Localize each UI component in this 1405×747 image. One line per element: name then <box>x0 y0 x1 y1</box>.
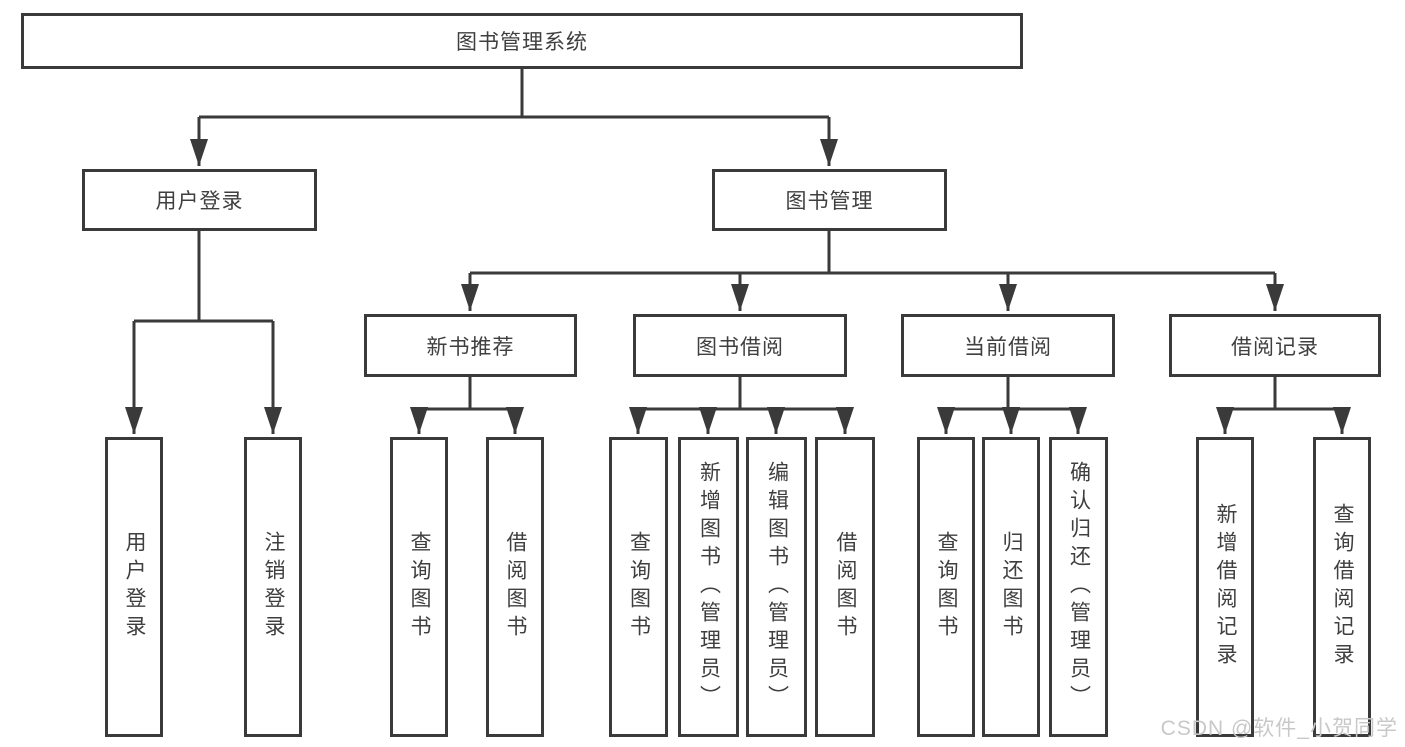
leaf-confirm-return-admin-label: 确认归还（管理员） <box>1067 461 1091 713</box>
node-new-book-recommend: 新书推荐 <box>364 314 577 377</box>
leaf-borrow-book-recommend-label: 借阅图书 <box>504 531 527 643</box>
leaf-logout-label: 注销登录 <box>262 531 285 643</box>
leaf-return-book: 归还图书 <box>982 437 1040 737</box>
leaf-query-borrow-record-label: 查询借阅记录 <box>1331 503 1354 671</box>
node-book-management: 图书管理 <box>712 169 947 231</box>
leaf-add-book-admin: 新增图书（管理员） <box>678 437 739 737</box>
leaf-return-book-label: 归还图书 <box>1000 531 1023 643</box>
leaf-logout: 注销登录 <box>244 437 302 737</box>
leaf-add-book-admin-label: 新增图书（管理员） <box>697 461 721 713</box>
leaf-edit-book-admin-label: 编辑图书（管理员） <box>765 461 789 713</box>
leaf-edit-book-admin: 编辑图书（管理员） <box>746 437 807 737</box>
leaf-query-book-recommend-label: 查询图书 <box>408 531 431 643</box>
leaf-user-login: 用户登录 <box>105 437 163 737</box>
leaf-borrow-book-recommend: 借阅图书 <box>486 437 544 737</box>
leaf-add-borrow-record: 新增借阅记录 <box>1196 437 1254 737</box>
leaf-confirm-return-admin: 确认归还（管理员） <box>1049 437 1108 737</box>
leaf-query-book-borrowing-label: 查询图书 <box>627 531 651 643</box>
leaf-query-book-borrowing: 查询图书 <box>609 437 668 737</box>
leaf-user-login-label: 用户登录 <box>123 531 146 643</box>
leaf-borrow-book-borrowing-label: 借阅图书 <box>834 531 857 643</box>
node-current-borrowing: 当前借阅 <box>901 314 1115 377</box>
node-root-system: 图书管理系统 <box>21 13 1023 69</box>
node-book-borrowing: 图书借阅 <box>633 314 847 377</box>
csdn-watermark: CSDN @软件_小贺同学 <box>1160 717 1398 740</box>
leaf-query-book-current: 查询图书 <box>917 437 975 737</box>
node-borrow-records: 借阅记录 <box>1169 314 1381 377</box>
leaf-query-book-recommend: 查询图书 <box>390 437 448 737</box>
node-user-login: 用户登录 <box>82 169 317 231</box>
leaf-borrow-book-borrowing: 借阅图书 <box>815 437 875 737</box>
leaf-query-borrow-record: 查询借阅记录 <box>1313 437 1371 737</box>
leaf-query-book-current-label: 查询图书 <box>935 531 958 643</box>
leaf-add-borrow-record-label: 新增借阅记录 <box>1214 503 1237 671</box>
